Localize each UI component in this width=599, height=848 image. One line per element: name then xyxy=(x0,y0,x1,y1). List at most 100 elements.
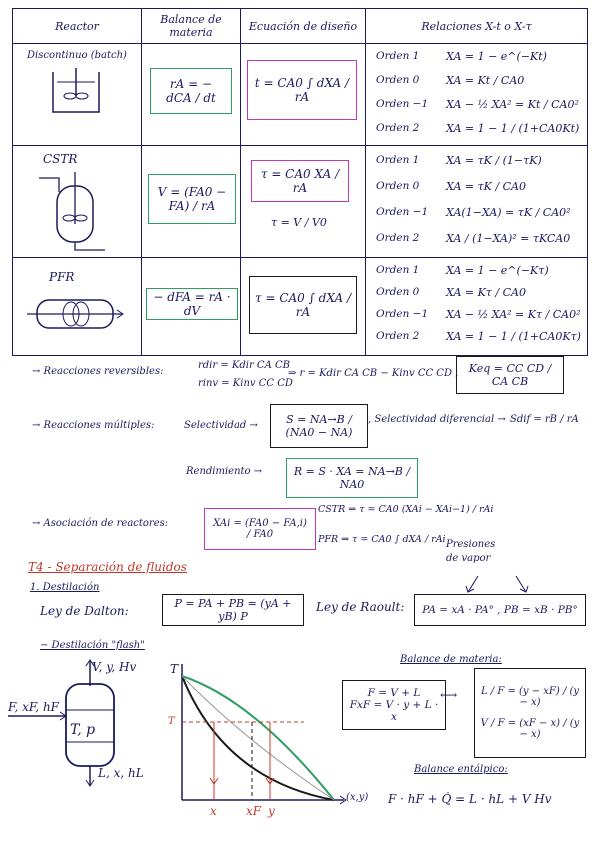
multiples-label: → Reacciones múltiples: xyxy=(32,420,155,431)
cstr-eq-1: XA = τK / (1−τK) xyxy=(446,154,542,167)
rendimiento-box: R = S · XA = NA→B / NA0 xyxy=(286,458,418,498)
dalton-box: P = PA + PB = (yA + yB) P xyxy=(162,594,304,626)
reactor-table: Reactor Balance de materia Ecuación de d… xyxy=(12,8,588,356)
cstr-reactor-icon xyxy=(39,172,105,251)
rendimiento-label: Rendimiento → xyxy=(186,466,263,477)
batch-reactor-icon xyxy=(52,68,100,113)
pfr-reactor-cell: PFR xyxy=(12,257,142,356)
bal-mat-eq-1: F = V + L xyxy=(367,687,421,699)
destilacion-title: 1. Destilación xyxy=(30,582,100,593)
cstr-design-cell: τ = CA0 XA / rA τ = V / V0 xyxy=(240,145,366,258)
pfr-order-0: Orden 0 xyxy=(376,286,420,298)
cstr-balance-cell: V = (FA0 − FA) / rA xyxy=(141,145,241,258)
reversibles-label: → Reacciones reversibles: xyxy=(32,366,164,377)
txy-diagram xyxy=(181,664,347,805)
cstr-eq-2: XA / (1−XA)² = τKCA0 xyxy=(446,232,571,245)
feed-label: F, xF, hF xyxy=(8,700,59,714)
cstr-order-0: Orden 0 xyxy=(376,180,420,192)
asociacion-label: → Asociación de reactores: xyxy=(32,518,169,529)
bal-ent-eq: F · hF + Q̇ = L · hL + V Hv xyxy=(388,792,552,806)
batch-eq-0: XA = Kt / CA0 xyxy=(446,74,525,87)
cstr-design2: τ = V / V0 xyxy=(271,216,327,229)
cstr-balance-box: V = (FA0 − FA) / rA xyxy=(148,174,236,224)
pfr-eq-2: XA = 1 − 1 / (1+CA0Kτ) xyxy=(446,330,581,343)
cstr-order-1: Orden 1 xyxy=(376,154,420,166)
header-balance: Balance de materia xyxy=(141,8,241,44)
pfr-eq-0: XA = Kτ / CA0 xyxy=(446,286,526,299)
cstr-eq-m1: XA(1−XA) = τK / CA0² xyxy=(446,206,571,219)
selectividad-box: S = NA→B / (NA0 − NA) xyxy=(270,404,368,448)
bal-arrow-icon: ⟷ xyxy=(440,688,458,702)
batch-eq-m1: XA − ½ XA² = Kt / CA0² xyxy=(446,98,579,111)
batch-design-cell: t = CA0 ∫ dXA / rA xyxy=(240,43,366,146)
cstr-eq-0: XA = τK / CA0 xyxy=(446,180,526,193)
batch-order-2: Orden 2 xyxy=(376,122,420,134)
pfr-eq-1: XA = 1 − e^(−Kτ) xyxy=(446,264,549,277)
batch-eq-1: XA = 1 − e^(−Kt) xyxy=(446,50,547,63)
bal-mat-eq-2: FxF = V · y + L · x xyxy=(349,699,439,723)
axis-t-label: T xyxy=(170,662,179,676)
axis-t2-label: T xyxy=(168,716,175,727)
pfr-order-m1: Orden −1 xyxy=(376,308,429,320)
ratio-eq-2: V / F = (xF − x) / (y − x) xyxy=(480,718,580,740)
batch-label: Discontinuo (batch) xyxy=(27,50,127,61)
raoult-arrows-icon xyxy=(465,575,529,593)
cstr-relations-cell: Orden 1 XA = τK / (1−τK) Orden 0 XA = τK… xyxy=(365,145,588,258)
xai-box: XAi = (FA0 − FA,i) / FA0 xyxy=(204,508,316,550)
vapor-label: V, y, Hv xyxy=(92,660,137,674)
pfr-design-cell: τ = CA0 ∫ dXA / rA xyxy=(240,257,366,356)
liquid-label: L, x, hL xyxy=(98,766,144,780)
batch-balance-cell: rA = − dCA / dt xyxy=(141,43,241,146)
axis-xy-label: (x,y) xyxy=(346,792,369,803)
cstr-design-box: τ = CA0 XA / rA xyxy=(251,160,349,202)
t4-title: T4 - Separación de fluidos xyxy=(28,560,187,574)
batch-balance-box: rA = − dCA / dt xyxy=(150,68,232,114)
raoult-label: Ley de Raoult: xyxy=(316,600,405,614)
pfr-reactor-icon xyxy=(27,299,124,329)
pfr-balance-cell: − dFA = rA · dV xyxy=(141,257,241,356)
ratio-box: L / F = (y − xF) / (y − x) V / F = (xF −… xyxy=(474,668,586,758)
cstr-order-2: Orden 2 xyxy=(376,232,420,244)
pfr-label: PFR xyxy=(49,270,75,284)
r-eq: ⇒ r = Kdir CA CB − Kinv CC CD , xyxy=(288,368,459,379)
batch-order-1: Orden 1 xyxy=(376,50,420,62)
cstr-assoc-eq: CSTR ⇒ τ = CA0 (XAi − XAi−1) / rAi xyxy=(318,504,494,515)
header-design: Ecuación de diseño xyxy=(240,8,366,44)
bal-mat-title: Balance de materia: xyxy=(400,654,502,665)
ratio-eq-1: L / F = (y − xF) / (y − x) xyxy=(480,686,580,708)
batch-order-0: Orden 0 xyxy=(376,74,420,86)
batch-order-m1: Orden −1 xyxy=(376,98,429,110)
dalton-label: Ley de Dalton: xyxy=(40,604,129,618)
pfr-order-1: Orden 1 xyxy=(376,264,420,276)
axis-xf-label: xF xyxy=(246,804,262,818)
bal-mat-box: F = V + L FxF = V · y + L · x xyxy=(342,680,446,730)
pfr-order-2: Orden 2 xyxy=(376,330,420,342)
header-relations: Relaciones X-t o X-τ xyxy=(365,8,588,44)
batch-reactor-cell: Discontinuo (batch) xyxy=(12,43,142,146)
batch-relations-cell: Orden 1 XA = 1 − e^(−Kt) Orden 0 XA = Kt… xyxy=(365,43,588,146)
cstr-order-m1: Orden −1 xyxy=(376,206,429,218)
batch-design-box: t = CA0 ∫ dXA / rA xyxy=(247,60,357,120)
rdir-eq: rdir = Kdir CA CB xyxy=(198,360,290,371)
sel-dif-label: , Selectividad diferencial → xyxy=(368,414,506,425)
flash-drum-icon xyxy=(8,659,115,787)
bal-ent-title: Balance entálpico: xyxy=(414,764,508,775)
batch-eq-2: XA = 1 − 1 / (1+CA0Kt) xyxy=(446,122,580,135)
cstr-label: CSTR xyxy=(43,152,78,166)
selectividad-label: Selectividad → xyxy=(184,420,258,431)
sdif-eq: Sdif = rB / rA xyxy=(510,414,579,425)
pfr-eq-m1: XA − ½ XA² = Kτ / CA0² xyxy=(446,308,581,321)
header-reactor: Reactor xyxy=(12,8,142,44)
axis-x-label: x xyxy=(210,804,217,818)
raoult-box: PA = xA · PA° , PB = xB · PB° xyxy=(414,594,586,626)
presiones-label: Presiones de vapor xyxy=(446,539,496,564)
keq-box: Keq = CC CD / CA CB xyxy=(456,356,564,394)
pfr-design-box: τ = CA0 ∫ dXA / rA xyxy=(249,276,357,334)
cstr-reactor-cell: CSTR xyxy=(12,145,142,258)
rinv-eq: rinv = Kinv CC CD xyxy=(198,378,293,389)
pfr-assoc-eq: PFR ⇒ τ = CA0 ∫ dXA / rAi xyxy=(318,534,446,545)
pfr-balance-box: − dFA = rA · dV xyxy=(146,288,238,320)
pfr-relations-cell: Orden 1 XA = 1 − e^(−Kτ) Orden 0 XA = Kτ… xyxy=(365,257,588,356)
axis-y-label: y xyxy=(268,804,275,818)
tp-label: T, p xyxy=(70,722,96,738)
